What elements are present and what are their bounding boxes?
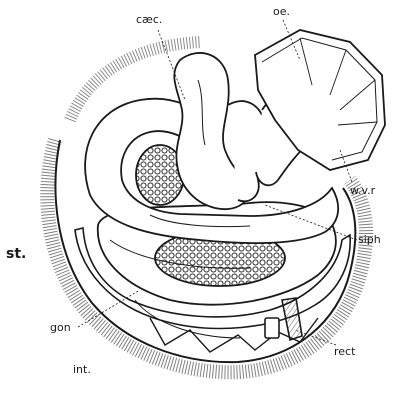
label-gon: gon [50,322,71,333]
label-st: st. [6,247,26,261]
label-siph: siph [358,234,381,245]
label-int: int. [73,364,91,375]
label-rect: rect [334,346,355,357]
label-caec: cæc. [136,14,162,25]
label-wvr: w.v.r [350,185,375,196]
label-oe: oe. [273,6,290,17]
